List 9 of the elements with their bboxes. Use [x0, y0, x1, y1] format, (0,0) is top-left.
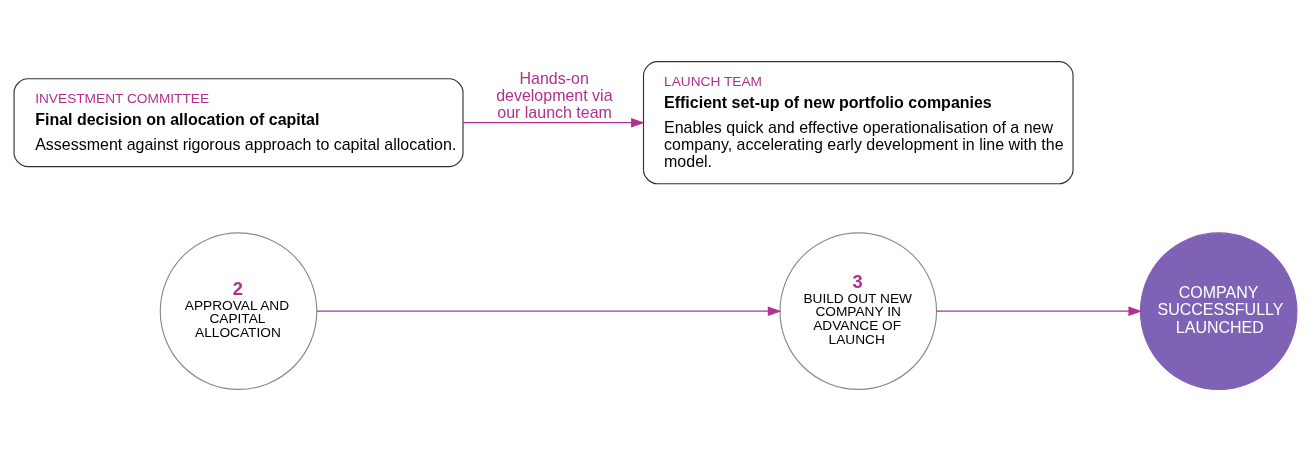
node-circle: 2 APPROVAL AND CAPITAL ALLOCATION — [159, 231, 318, 390]
arrow — [462, 117, 645, 127]
arrow — [936, 305, 1143, 316]
edge-label: Hands-on development via our launch team — [496, 69, 613, 121]
node-box: LAUNCH TEAM Efficient set-up of new portfolio companies Enables quick and effective operationalisation of a new company, accelerating early development in line with the model. — [642, 60, 1074, 184]
node-circle: 3 BUILD OUT NEW COMPANY IN ADVANCE OF LAUNCH — [779, 231, 938, 390]
arrow — [316, 305, 782, 316]
node-box: INVESTMENT COMMITTEE Final decision on allocation of capital Assessment against rigorous approach to capital allocation. — [13, 77, 464, 167]
node-circle: COMPANY SUCCESSFULLY LAUNCHED — [1139, 231, 1298, 390]
